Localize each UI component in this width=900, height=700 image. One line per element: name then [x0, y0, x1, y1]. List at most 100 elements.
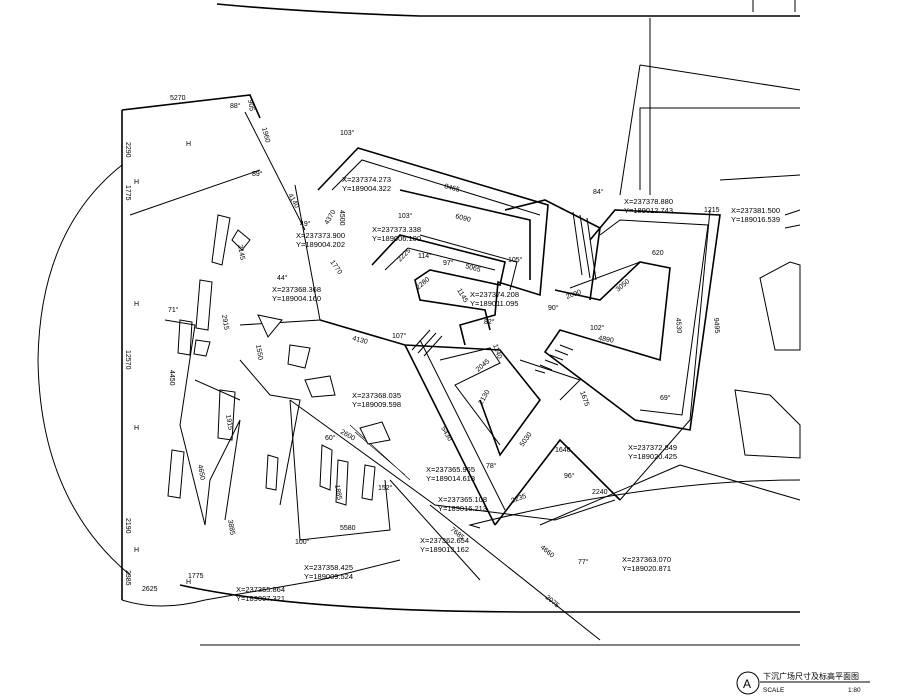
drawing-label: 2225	[396, 247, 412, 263]
drawing-label: Y=189016.213	[438, 504, 487, 513]
drawing-label: 12570	[124, 350, 131, 370]
drawing-label: 6090	[454, 213, 471, 224]
drawing-label: 1215	[704, 207, 720, 214]
drawing-label: X=237355.864	[236, 585, 285, 594]
drawing-label: 5580	[340, 525, 356, 532]
drawing-label: 2190	[124, 518, 131, 534]
drawing-label: X=237373.900	[296, 231, 345, 240]
drawing-label: X=237365.108	[438, 495, 487, 504]
drawing-label: 4450	[168, 370, 175, 386]
drawing-label: 2385	[124, 570, 131, 586]
drawing-label: 5270	[170, 95, 186, 102]
drawing-label: X=237365.965	[426, 465, 475, 474]
ramp-structure	[204, 111, 721, 641]
drawing-label: X=237378.880	[624, 197, 673, 206]
title-block-title: 下沉广场尺寸及标高平面图	[763, 671, 859, 681]
drawing-label: X=237368.368	[272, 285, 321, 294]
drawing-label: 4130	[351, 335, 368, 346]
h-marker: H	[186, 579, 191, 586]
dimension-labels: 5270 905 2290 1775 12570 2190 2385 2625 …	[124, 95, 720, 610]
title-block-scale-value: 1:80	[848, 687, 861, 694]
drawing-label: 1775	[188, 573, 204, 580]
drawing-label: Y=189006.100	[372, 234, 421, 243]
h-marker: H	[134, 179, 139, 186]
drawing-label: 82°	[484, 318, 495, 326]
title-block-letter: A	[743, 677, 751, 691]
drawing-label: 1775	[124, 185, 131, 201]
drawing-label: Y=189007.321	[236, 594, 285, 603]
drawing-label: Y=189014.618	[426, 474, 475, 483]
drawing-label: 105°	[508, 256, 523, 264]
drawing-label: 103°	[340, 129, 355, 137]
drawing-label: X=237374.208	[470, 290, 519, 299]
drawing-label: 2915	[220, 314, 230, 331]
right-building	[468, 18, 801, 529]
drawing-label: 1885	[333, 484, 343, 501]
drawing-label: Y=189004.160	[272, 294, 321, 303]
drawing-label: 2235	[510, 493, 527, 505]
h-marker: H	[134, 301, 139, 308]
drawing-label: 1770	[328, 259, 343, 276]
drawing-label: 3050	[615, 278, 632, 293]
drawing-label: 1960	[260, 127, 271, 144]
drawing-label: 90°	[548, 304, 559, 312]
drawing-label: 620	[652, 250, 664, 257]
drawing-label: Y=189009.524	[304, 572, 353, 581]
drawing-label: 4890	[598, 335, 615, 345]
title-block: A 下沉广场尺寸及标高平面图 SCALE 1:80	[736, 671, 870, 695]
drawing-label: 3885	[226, 519, 236, 536]
drawing-label: Y=189016.539	[731, 215, 780, 224]
drawing-label: X=237362.654	[420, 536, 469, 545]
angle-labels: 88° 89° 103° 49° 44° 103° 114° 97° 105° …	[168, 102, 671, 566]
drawing-label: 1550	[254, 344, 264, 361]
drawing-label: 4140	[286, 193, 300, 210]
h-marker: H	[134, 547, 139, 554]
drawing-label: 1675	[578, 390, 590, 407]
drawing-label: Y=189009.598	[352, 400, 401, 409]
h-marker: H	[186, 141, 191, 148]
drawing-label: X=237368.035	[352, 391, 401, 400]
h-markers: H H H H H H	[134, 141, 191, 586]
drawing-label: 5065	[464, 263, 481, 274]
drawing-label: Y=189004.202	[296, 240, 345, 249]
site-boundary	[37, 0, 800, 646]
drawing-label: 2075	[544, 594, 561, 609]
drawing-label: Y=189012.743	[624, 206, 673, 215]
drawing-label: 102°	[590, 324, 605, 332]
drawing-label: Y=189020.425	[628, 452, 677, 461]
drawing-label: 2625	[142, 586, 158, 593]
drawing-label: 77°	[578, 558, 589, 566]
planter-blocks	[164, 214, 391, 541]
drawing-label: 5030	[519, 431, 534, 448]
drawing-label: 4500	[338, 210, 345, 226]
drawing-label: Y=189004.322	[342, 184, 391, 193]
drawing-label: 2290	[124, 142, 131, 158]
drawing-label: 4530	[674, 318, 682, 334]
drawing-label: 2130	[478, 389, 492, 406]
drawing-label: 1145	[455, 288, 469, 305]
drawing-label: 9495	[712, 318, 720, 334]
drawing-label: X=237374.273	[342, 175, 391, 184]
drawing-label: Y=189011.095	[470, 299, 518, 308]
drawing-label: 2090	[565, 289, 582, 301]
drawing-label: 60°	[325, 434, 336, 442]
drawing-label: 84°	[593, 188, 604, 196]
drawing-label: 100°	[295, 538, 310, 546]
drawing-label: 2240	[592, 489, 608, 496]
drawing-label: 905	[246, 99, 255, 112]
